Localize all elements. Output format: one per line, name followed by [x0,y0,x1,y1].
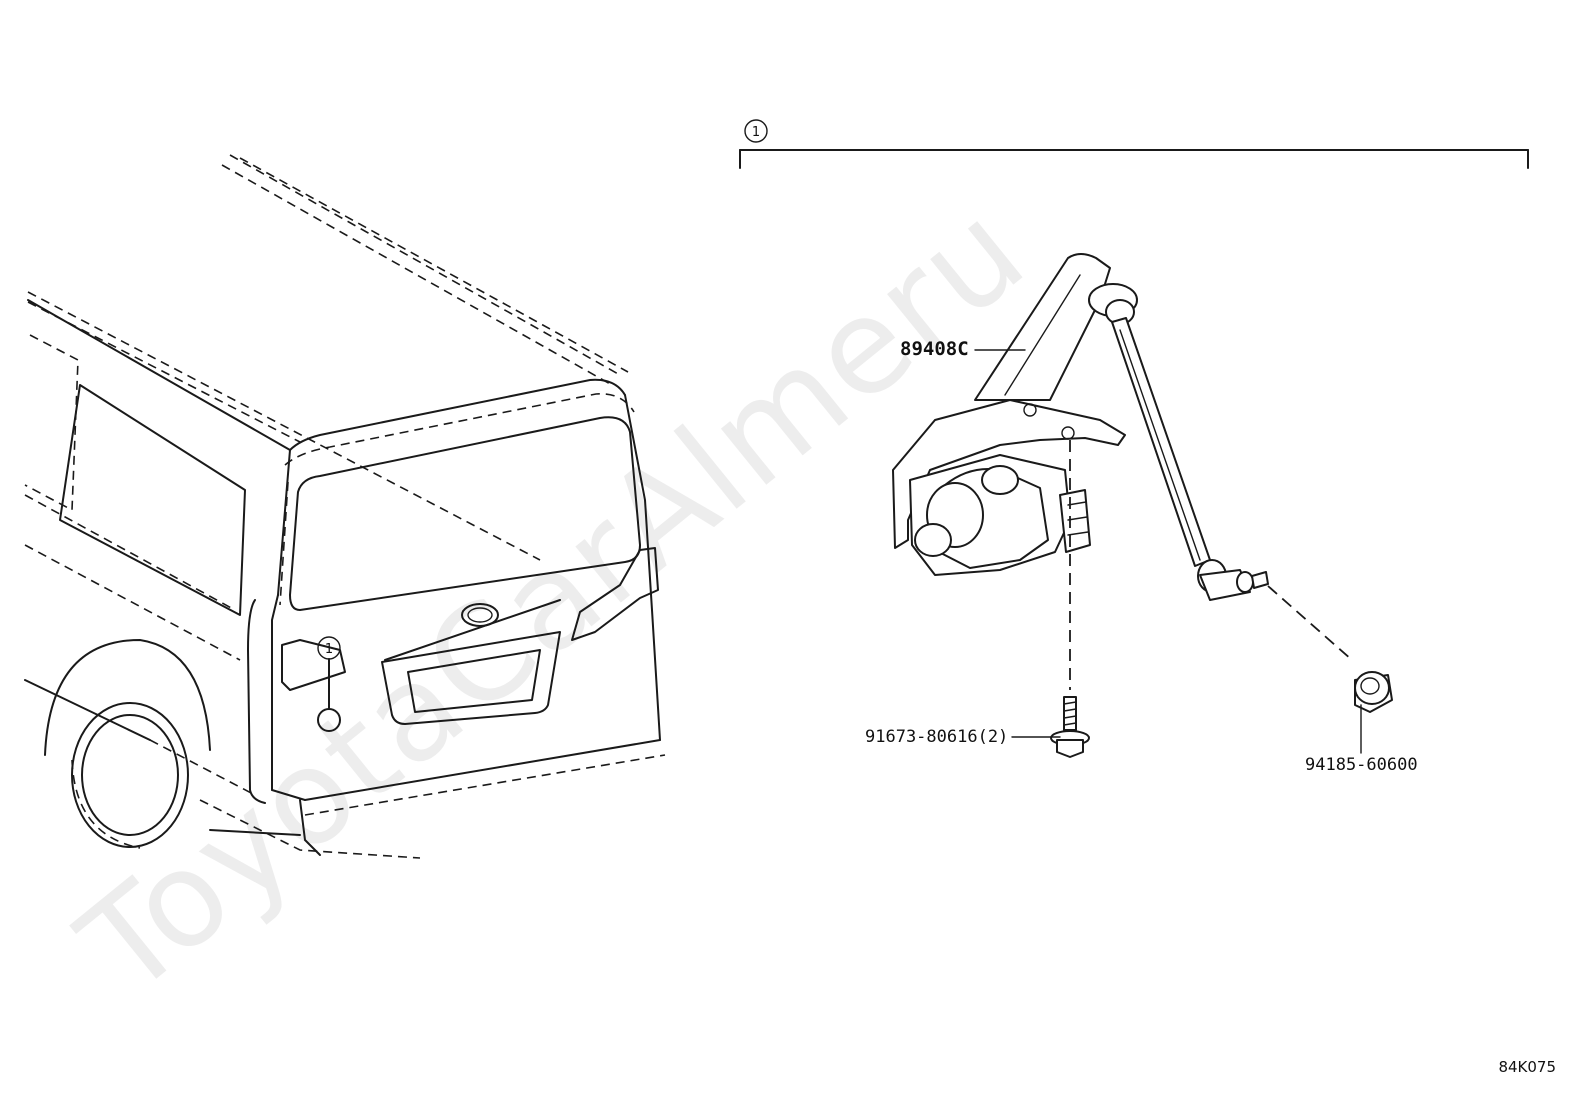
part-number-nut[interactable]: 94185-60600 [1305,755,1418,775]
label-nut[interactable]: 94185-60600 [1305,704,1418,775]
van-callout-number: 1 [325,642,333,657]
part-number-bolt[interactable]: 91673-80616(2) [865,727,1008,747]
bolt-illustration [1050,696,1090,758]
figure-code: 84K075 [1498,1058,1556,1076]
label-bolt[interactable]: 91673-80616(2) [865,727,1061,747]
bracket-callout-circle [744,119,768,143]
van-illustration: 1 [24,154,666,859]
bracket-callout-number: 1 [752,125,760,140]
assembly-bracket: 1 [739,119,1529,169]
nut-illustration [1354,671,1393,713]
label-sensor[interactable]: 89408C [900,338,1026,360]
van-callout-circle [317,636,341,660]
height-sensor-illustration [892,253,1353,690]
part-number-sensor[interactable]: 89408C [900,338,969,360]
watermark: ToyotaCarAlmeru [52,174,1053,1026]
